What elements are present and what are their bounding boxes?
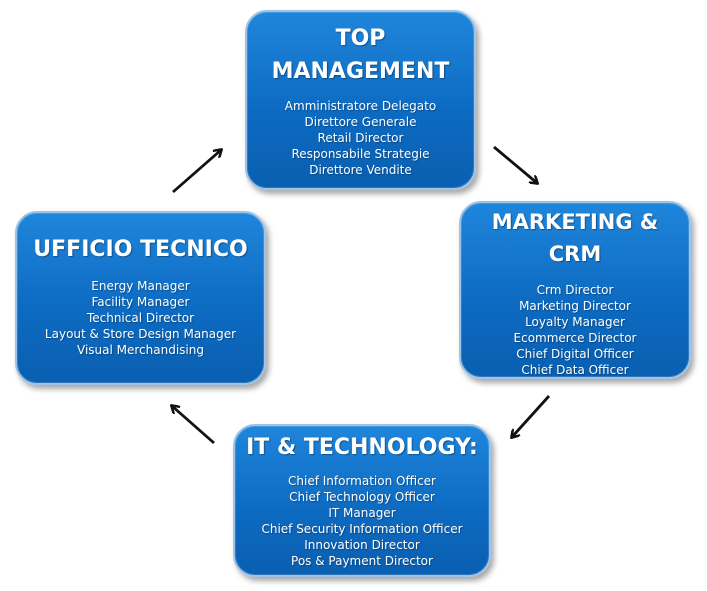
list-item: Technical Director [86, 311, 195, 325]
arrow-it-to-ufficio [172, 406, 215, 445]
list-item: Chief Technology Officer [289, 490, 435, 504]
top-management-list: Amministratore Delegato Direttore Genera… [247, 98, 474, 178]
list-item: Marketing Director [519, 299, 631, 313]
list-item: Crm Director [536, 283, 614, 297]
list-item: Amministratore Delegato [284, 99, 437, 113]
list-item: IT Manager [328, 506, 396, 520]
arrow-marketing-to-it [512, 395, 551, 437]
marketing-crm-box: MARKETING & CRM Crm Director Marketing D… [459, 201, 691, 379]
it-technology-list: Chief Information Officer Chief Technolo… [235, 473, 489, 569]
list-item: Ecommerce Director [513, 331, 637, 345]
list-item: Chief Security Information Officer [261, 522, 463, 536]
list-item: Visual Merchandising [77, 343, 204, 357]
list-item: Direttore Vendite [309, 163, 412, 177]
it-technology-title: IT & TECHNOLOGY: [246, 435, 478, 460]
list-item: Chief Digital Officer [516, 347, 634, 361]
list-item: Layout & Store Design Manager [44, 327, 237, 341]
ufficio-tecnico-box: UFFICIO TECNICO Energy Manager Facility … [15, 211, 266, 385]
list-item: Chief Data Officer [521, 363, 629, 377]
top-management-title: TOP MANAGEMENT [271, 26, 450, 84]
list-item: Direttore Generale [304, 115, 417, 129]
list-item: Chief Information Officer [288, 474, 436, 488]
list-item: Loyalty Manager [525, 315, 625, 329]
list-item: Retail Director [317, 131, 404, 145]
it-technology-box: IT & TECHNOLOGY: Chief Information Offic… [233, 424, 491, 577]
top-management-box: TOP MANAGEMENT Amministratore Delegato D… [245, 10, 476, 190]
ufficio-tecnico-list: Energy Manager Facility Manager Technica… [17, 278, 264, 358]
marketing-crm-title: MARKETING & CRM [491, 210, 659, 266]
marketing-crm-list: Crm Director Marketing Director Loyalty … [461, 282, 689, 378]
list-item: Responsabile Strategie [291, 147, 430, 161]
list-item: Energy Manager [91, 279, 190, 293]
arrow-ufficio-to-top [172, 150, 221, 194]
list-item: Innovation Director [304, 538, 420, 552]
list-item: Facility Manager [91, 295, 190, 309]
ufficio-tecnico-title: UFFICIO TECNICO [33, 237, 248, 262]
arrow-top-to-marketing [493, 145, 537, 183]
list-item: Pos & Payment Director [291, 554, 433, 568]
